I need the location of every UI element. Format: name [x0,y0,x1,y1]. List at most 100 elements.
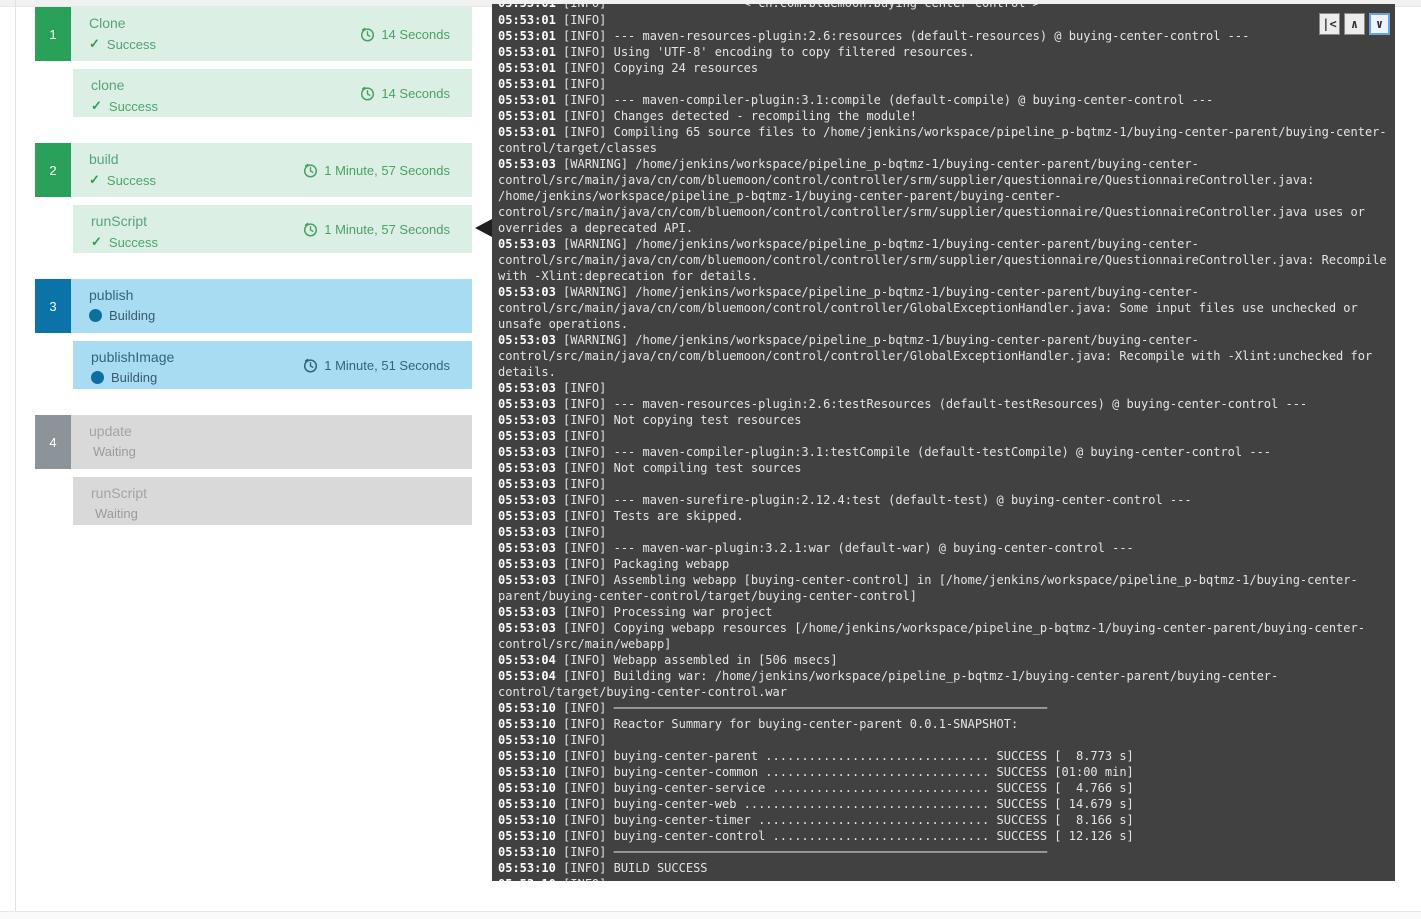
console-log-line: 05:53:10 [INFO] buying-center-service ..… [498,781,1134,795]
console-log-line: 05:53:03 [INFO] Copying webapp resources… [498,621,1365,651]
console-log-line: 05:53:03 [WARNING] /home/jenkins/workspa… [498,157,1373,235]
log-timestamp: 05:53:01 [498,13,556,27]
console-log-line: 05:53:03 [INFO] Assembling webapp [buyin… [498,573,1358,603]
console-log-line: 05:53:04 [INFO] Webapp assembled in [506… [498,653,838,667]
log-timestamp: 05:53:03 [498,237,556,251]
console-log-line: 05:53:10 [INFO] buying-center-common ...… [498,765,1134,779]
console-log-line: 05:53:03 [INFO] --- maven-resources-plug… [498,397,1308,411]
log-timestamp: 05:53:03 [498,381,556,395]
clipped-log-line: 05:53:01 [INFO] ──────────────────< cn.c… [498,4,1389,12]
stage-status-label: Success [108,98,159,114]
log-scroll-down-button[interactable]: ∨ [1369,13,1390,35]
log-timestamp: 05:53:01 [498,61,556,75]
console-log-line: 05:53:03 [INFO] Not copying test resourc… [498,413,802,427]
stage-status-label: Waiting [93,444,136,459]
log-timestamp: 05:53:03 [498,413,556,427]
panel-left-border [15,0,16,911]
console-log-line: 05:53:03 [INFO] Packaging webapp [498,557,730,571]
log-timestamp: 05:53:03 [498,557,556,571]
log-timestamp: 05:53:10 [498,733,556,747]
console-log-line: 05:53:01 [INFO] Copying 24 resources [498,61,759,75]
console-log-line: 05:53:10 [INFO] buying-center-timer ....… [498,813,1134,827]
log-timestamp: 05:53:03 [498,477,556,491]
success-check-icon: ✓ [89,36,100,51]
clock-icon [304,222,318,237]
console-log-line: 05:53:01 [INFO] --- maven-resources-plug… [498,29,1250,43]
stage-duration-text: 14 Seconds [381,85,450,101]
pipeline-stage-list: 1 Clone ✓ Success 14 Seconds clone ✓ [35,7,472,551]
console-log-line: 05:53:10 [INFO] Reactor Summary for buyi… [498,717,1019,731]
stage-title: runScript [91,485,148,501]
log-timestamp: 05:53:03 [498,573,556,587]
log-timestamp: 05:53:10 [498,861,556,875]
stage-duration: 14 Seconds [360,7,450,61]
stage-runscript[interactable]: runScript ✓ Success 1 Minute, 57 Seconds [73,205,472,253]
stage-duration-text: 1 Minute, 57 Seconds [324,221,450,237]
log-timestamp: 05:53:03 [498,461,556,475]
console-log-line: 05:53:10 [INFO] buying-center-web ......… [498,797,1134,811]
log-scroll-first-button[interactable]: |< [1319,13,1340,35]
console-log-line: 05:53:10 [INFO] buying-center-control ..… [498,829,1134,843]
clock-icon [361,27,375,42]
log-timestamp: 05:53:10 [498,845,556,859]
console-log-line: 05:53:01 [INFO] [498,13,607,27]
log-timestamp: 05:53:01 [498,29,556,43]
log-timestamp: 05:53:03 [498,621,556,635]
log-timestamp: 05:53:04 [498,653,556,667]
stage-status-label: Success [106,36,157,52]
log-timestamp: 05:53:10 [498,765,556,779]
stage-title: publishImage [91,349,175,365]
stage-status-label: Success [108,234,159,250]
log-timestamp: 05:53:01 [498,45,556,59]
console-log-line: 05:53:03 [INFO] Processing war project [498,605,773,619]
stage-title: build [89,151,119,167]
stage-status-label: Building [111,370,158,385]
console-log-line: 05:53:03 [INFO] [498,381,607,395]
stage-duration-text: 14 Seconds [381,26,450,42]
log-timestamp: 05:53:10 [498,749,556,763]
stage-duration: 14 Seconds [360,69,450,117]
console-log-line: 05:53:03 [WARNING] /home/jenkins/workspa… [498,285,1365,331]
page-footer-strip [0,911,1421,919]
log-timestamp: 05:53:03 [498,445,556,459]
console-log-line: 05:53:03 [INFO] Tests are skipped. [498,509,744,523]
stage-title: update [89,423,132,439]
log-timestamp: 05:53:10 [498,781,556,795]
stage-runscript[interactable]: runScript Waiting [73,477,472,525]
stage-update[interactable]: 4 update Waiting [35,415,472,469]
console-log-line: 05:53:01 [INFO] [498,77,607,91]
stage-status-label: Building [109,308,156,323]
console-log-line: 05:53:03 [WARNING] /home/jenkins/workspa… [498,237,1394,283]
stage-number-badge: 2 [35,143,71,197]
clock-icon [361,86,375,101]
stage-build[interactable]: 2 build ✓ Success 1 Minute, 57 Seconds [35,143,472,197]
stage-duration: 1 Minute, 57 Seconds [303,205,450,253]
console-log-line: 05:53:03 [INFO] [498,477,607,491]
stage-publishimage[interactable]: publishImage Building 1 Minute, 51 Secon… [73,341,472,389]
building-dot-icon [91,371,104,384]
success-check-icon: ✓ [91,98,102,113]
stage-number-badge: 1 [35,7,71,61]
console-log-line: 05:53:03 [WARNING] /home/jenkins/workspa… [498,333,1380,379]
stage-publish[interactable]: 3 publish Building [35,279,472,333]
stage-clone[interactable]: 1 Clone ✓ Success 14 Seconds [35,7,472,61]
log-timestamp: 05:53:03 [498,333,556,347]
stage-title: publish [89,287,134,303]
stage-number-badge: 3 [35,279,71,333]
log-scroll-up-button[interactable]: ∧ [1344,13,1365,35]
console-log-line: 05:53:10 [INFO] buying-center-parent ...… [498,749,1134,763]
console-log-line: 05:53:01 [INFO] --- maven-compiler-plugi… [498,93,1214,107]
log-timestamp: 05:53:03 [498,157,556,171]
stage-clone[interactable]: clone ✓ Success 14 Seconds [73,69,472,117]
log-timestamp: 05:53:03 [498,605,556,619]
stage-duration-text: 1 Minute, 57 Seconds [324,162,450,178]
log-timestamp: 05:53:10 [498,717,556,731]
log-timestamp: 05:53:01 [498,93,556,107]
stage-number-badge: 4 [35,415,71,469]
log-timestamp: 05:53:03 [498,509,556,523]
console-log-line: 05:53:01 [INFO] Compiling 65 source file… [498,125,1387,155]
console-log-line: 05:53:01 [INFO] Changes detected - recom… [498,109,918,123]
stage-title: Clone [89,15,126,31]
stage-title: clone [91,77,125,93]
